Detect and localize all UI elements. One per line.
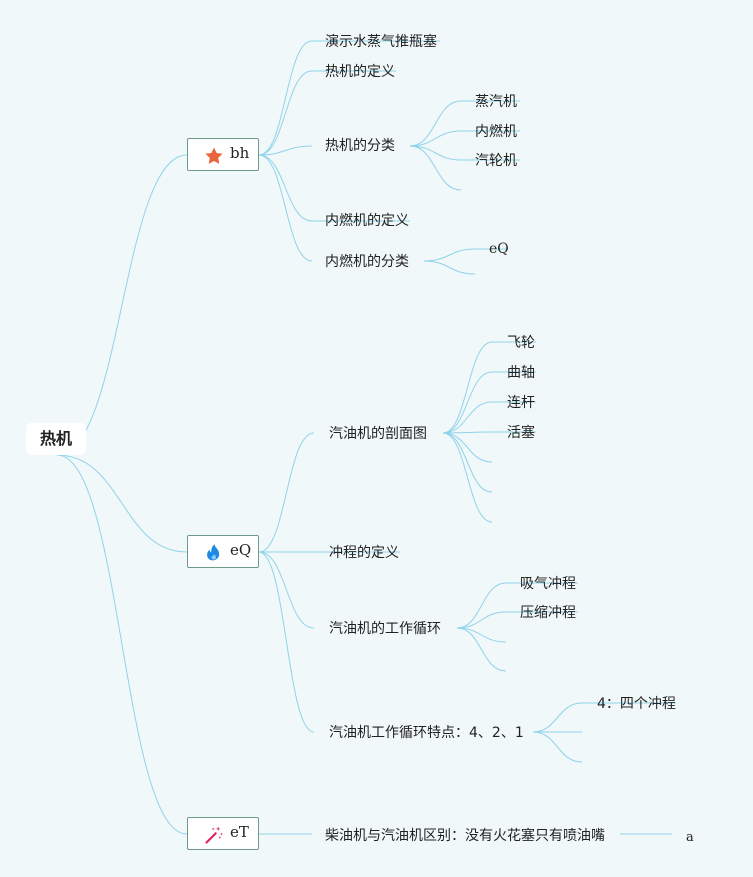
branch-link bbox=[258, 154, 313, 262]
topic-gasoline-cross-section[interactable]: 汽油机的剖面图 bbox=[329, 426, 427, 442]
subtopic-four-strokes[interactable]: 4：四个冲程 bbox=[597, 696, 676, 712]
subtopic-connecting-rod[interactable]: 连杆 bbox=[507, 395, 535, 411]
branch-link bbox=[258, 551, 315, 733]
star-icon bbox=[205, 147, 223, 164]
subtopic-diesel-note[interactable]: a bbox=[686, 830, 694, 845]
subtopic-link bbox=[442, 431, 493, 434]
root-node[interactable]: 热机 bbox=[26, 423, 86, 455]
subtopic-link bbox=[423, 260, 476, 275]
subtopic-link bbox=[442, 432, 493, 523]
subtopic-link bbox=[456, 582, 507, 629]
subtopic-link bbox=[532, 731, 583, 763]
subtopic-link bbox=[442, 371, 493, 434]
branch-link bbox=[258, 154, 313, 222]
root-link bbox=[56, 454, 188, 835]
branch-node-3[interactable]: eT bbox=[187, 817, 259, 850]
branch-label: eT bbox=[230, 823, 249, 841]
topic-stroke-definition[interactable]: 冲程的定义 bbox=[329, 545, 399, 561]
subtopic-link bbox=[442, 341, 493, 434]
subtopic-piston[interactable]: 活塞 bbox=[507, 425, 535, 441]
subtopic-link bbox=[409, 100, 462, 147]
topic-demo-steam[interactable]: 演示水蒸气推瓶塞 bbox=[325, 34, 437, 50]
magic-wand-icon bbox=[205, 826, 223, 844]
topic-heat-engine-types[interactable]: 热机的分类 bbox=[325, 138, 395, 154]
root-link bbox=[56, 454, 188, 553]
subtopic-intake-stroke[interactable]: 吸气冲程 bbox=[520, 576, 576, 592]
subtopic-ice-type-1[interactable]: eQ bbox=[489, 241, 509, 257]
subtopic-link bbox=[532, 702, 583, 733]
branch-link bbox=[258, 551, 315, 629]
subtopic-link bbox=[409, 130, 462, 147]
branch-link bbox=[258, 432, 315, 553]
topic-heat-engine-definition[interactable]: 热机的定义 bbox=[325, 64, 395, 80]
subtopic-link bbox=[423, 248, 476, 262]
subtopic-link bbox=[409, 145, 462, 191]
branch-link bbox=[258, 145, 313, 156]
branch-node-2[interactable]: eQ bbox=[187, 535, 259, 568]
topic-gasoline-work-cycle[interactable]: 汽油机的工作循环 bbox=[329, 621, 441, 637]
subtopic-compression-stroke[interactable]: 压缩冲程 bbox=[520, 605, 576, 621]
subtopic-link bbox=[456, 611, 507, 629]
subtopic-flywheel[interactable]: 飞轮 bbox=[507, 335, 535, 351]
subtopic-link bbox=[456, 627, 507, 672]
branch-label: bh bbox=[230, 144, 250, 162]
topic-ice-definition[interactable]: 内燃机的定义 bbox=[325, 213, 409, 229]
topic-ice-types[interactable]: 内燃机的分类 bbox=[325, 254, 409, 270]
subtopic-internal-combustion[interactable]: 内燃机 bbox=[475, 124, 517, 140]
subtopic-steam-engine[interactable]: 蒸汽机 bbox=[475, 94, 517, 110]
subtopic-link bbox=[442, 432, 493, 463]
topic-diesel-vs-gasoline[interactable]: 柴油机与汽油机区别：没有火花塞只有喷油嘴 bbox=[325, 828, 605, 844]
branch-link bbox=[258, 40, 313, 156]
fire-icon bbox=[207, 544, 220, 561]
branch-node-1[interactable]: bh bbox=[187, 138, 259, 171]
subtopic-link bbox=[456, 627, 507, 643]
subtopic-steam-turbine[interactable]: 汽轮机 bbox=[475, 153, 517, 169]
branch-link bbox=[258, 70, 313, 156]
subtopic-link bbox=[442, 401, 493, 434]
subtopic-link bbox=[442, 432, 493, 493]
branch-label: eQ bbox=[230, 541, 252, 559]
subtopic-crankshaft[interactable]: 曲轴 bbox=[507, 365, 535, 381]
root-link bbox=[56, 154, 188, 456]
topic-work-cycle-features[interactable]: 汽油机工作循环特点：4、2、1 bbox=[329, 725, 524, 741]
subtopic-link bbox=[409, 145, 462, 161]
